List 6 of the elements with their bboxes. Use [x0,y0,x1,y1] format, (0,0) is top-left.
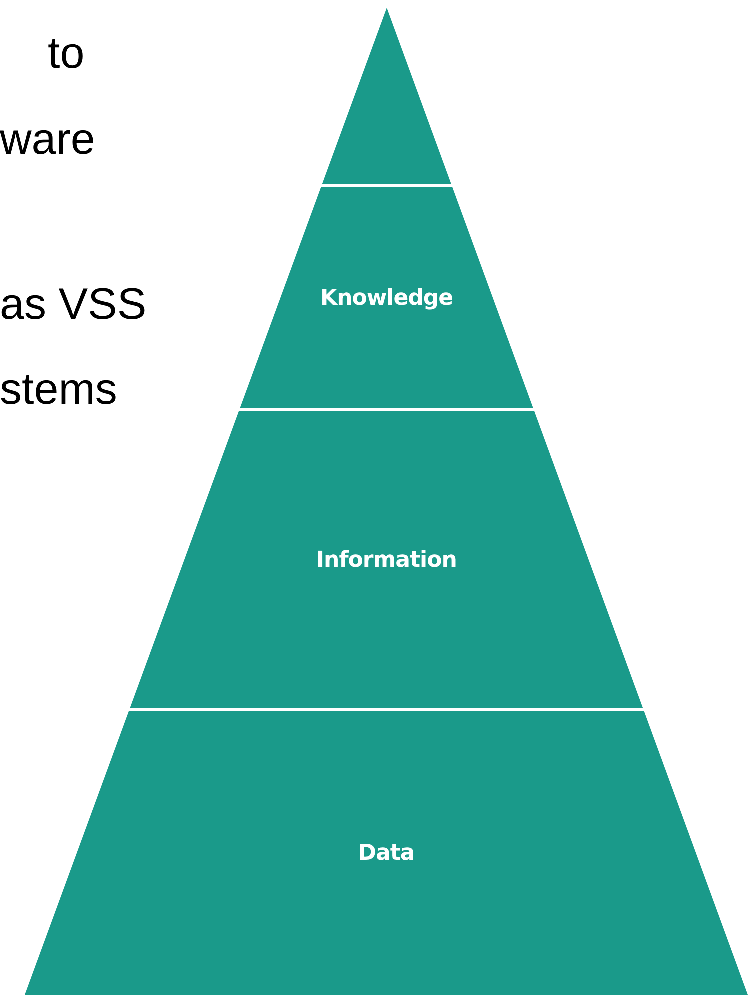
tier-label: Information [316,548,457,572]
tier-label: Data [358,840,415,866]
slide-text: to [48,32,85,76]
slide-text: as VSS [0,283,147,327]
tier-label: Knowledge [320,286,454,310]
slide-text: stems [0,368,118,412]
